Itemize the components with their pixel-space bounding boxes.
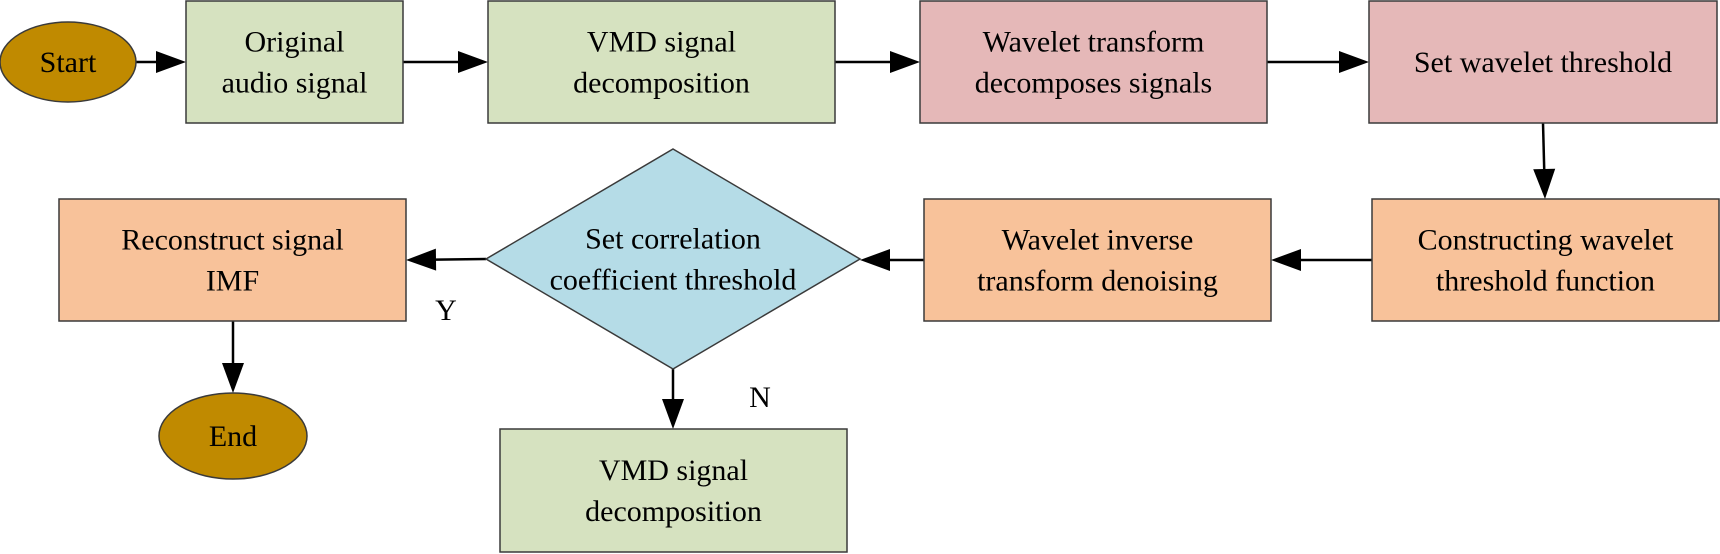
- edge-wavelet-decompose-to-set-wavelet-threshold: [1267, 51, 1369, 73]
- node-label-line: Set correlation: [585, 223, 761, 256]
- node-vmd-decomp-bottom: VMD signal decomposition: [499, 428, 848, 553]
- arrowhead: [1271, 249, 1301, 271]
- process-box: [919, 0, 1268, 124]
- edge-set-wavelet-threshold-to-construct-threshold-fn: [1533, 122, 1556, 199]
- node-label-line: Constructing wavelet: [1418, 224, 1674, 257]
- node-label-line: End: [209, 420, 257, 453]
- edge-correlation-decision-to-vmd-decomp-bottom: [662, 369, 684, 429]
- node-label-line: audio signal: [222, 67, 368, 100]
- arrowhead: [156, 51, 186, 73]
- terminal-ellipse: [0, 21, 137, 103]
- node-end: End: [158, 392, 308, 480]
- node-label-line: Start: [40, 46, 97, 79]
- node-label-line: threshold function: [1436, 265, 1655, 298]
- node-label-line: IMF: [206, 265, 259, 298]
- arrowhead: [1533, 168, 1556, 199]
- arrowhead: [458, 51, 488, 73]
- edge-original-audio-to-vmd-decomp-top: [403, 51, 488, 73]
- process-box: [499, 428, 848, 553]
- process-box: [185, 0, 404, 124]
- node-label-line: VMD signal: [599, 454, 748, 487]
- node-label-line: VMD signal: [587, 26, 736, 59]
- edge-vmd-decomp-top-to-wavelet-decompose: [835, 51, 920, 73]
- node-original-audio: Original audio signal: [185, 0, 404, 124]
- process-box: [923, 198, 1272, 322]
- node-label-line: coefficient threshold: [550, 264, 797, 297]
- edge-correlation-decision-to-reconstruct: [406, 248, 487, 271]
- arrowhead: [406, 248, 437, 271]
- node-label-line: Reconstruct signal: [121, 224, 343, 257]
- edge-inverse-denoise-to-correlation-decision: [860, 249, 924, 271]
- node-inverse-denoise: Wavelet inverse transform denoising: [923, 198, 1272, 322]
- edge-construct-threshold-fn-to-inverse-denoise: [1271, 249, 1372, 271]
- node-label-line: Set wavelet threshold: [1414, 46, 1672, 79]
- decision-diamond: [484, 148, 862, 370]
- edge-labels-layer: YN: [435, 294, 771, 414]
- node-label-line: decomposition: [573, 67, 750, 100]
- process-box: [1371, 198, 1720, 322]
- arrowhead: [890, 51, 920, 73]
- node-correlation-decision: Set correlation coefficient threshold: [484, 148, 862, 370]
- terminal-ellipse: [158, 392, 308, 480]
- node-construct-threshold-fn: Constructing wavelet threshold function: [1371, 198, 1720, 322]
- arrowhead: [1339, 51, 1369, 73]
- edges-layer: [136, 51, 1556, 429]
- arrowhead: [662, 399, 684, 429]
- node-label-line: transform denoising: [977, 265, 1218, 298]
- edge-line: [1541, 122, 1546, 170]
- node-label-line: decomposes signals: [975, 67, 1212, 100]
- process-box: [1368, 0, 1718, 124]
- process-box: [58, 198, 407, 322]
- node-label-line: Wavelet transform: [983, 26, 1205, 59]
- process-box: [487, 0, 836, 124]
- edge-start-to-original-audio: [136, 51, 186, 73]
- node-wavelet-decompose: Wavelet transform decomposes signals: [919, 0, 1268, 124]
- edge-reconstruct-to-end: [222, 321, 244, 393]
- node-set-wavelet-threshold: Set wavelet threshold: [1368, 0, 1718, 124]
- edge-line: [435, 257, 487, 261]
- node-label-line: decomposition: [585, 495, 762, 528]
- node-start: Start: [0, 21, 137, 103]
- arrowhead: [222, 363, 244, 393]
- node-label-line: Original: [245, 26, 345, 59]
- arrowhead: [860, 249, 890, 271]
- edge-label-y: Y: [435, 294, 457, 327]
- node-label-line: Wavelet inverse: [1002, 224, 1194, 257]
- edge-label-n: N: [749, 381, 771, 414]
- node-vmd-decomp-top: VMD signal decomposition: [487, 0, 836, 124]
